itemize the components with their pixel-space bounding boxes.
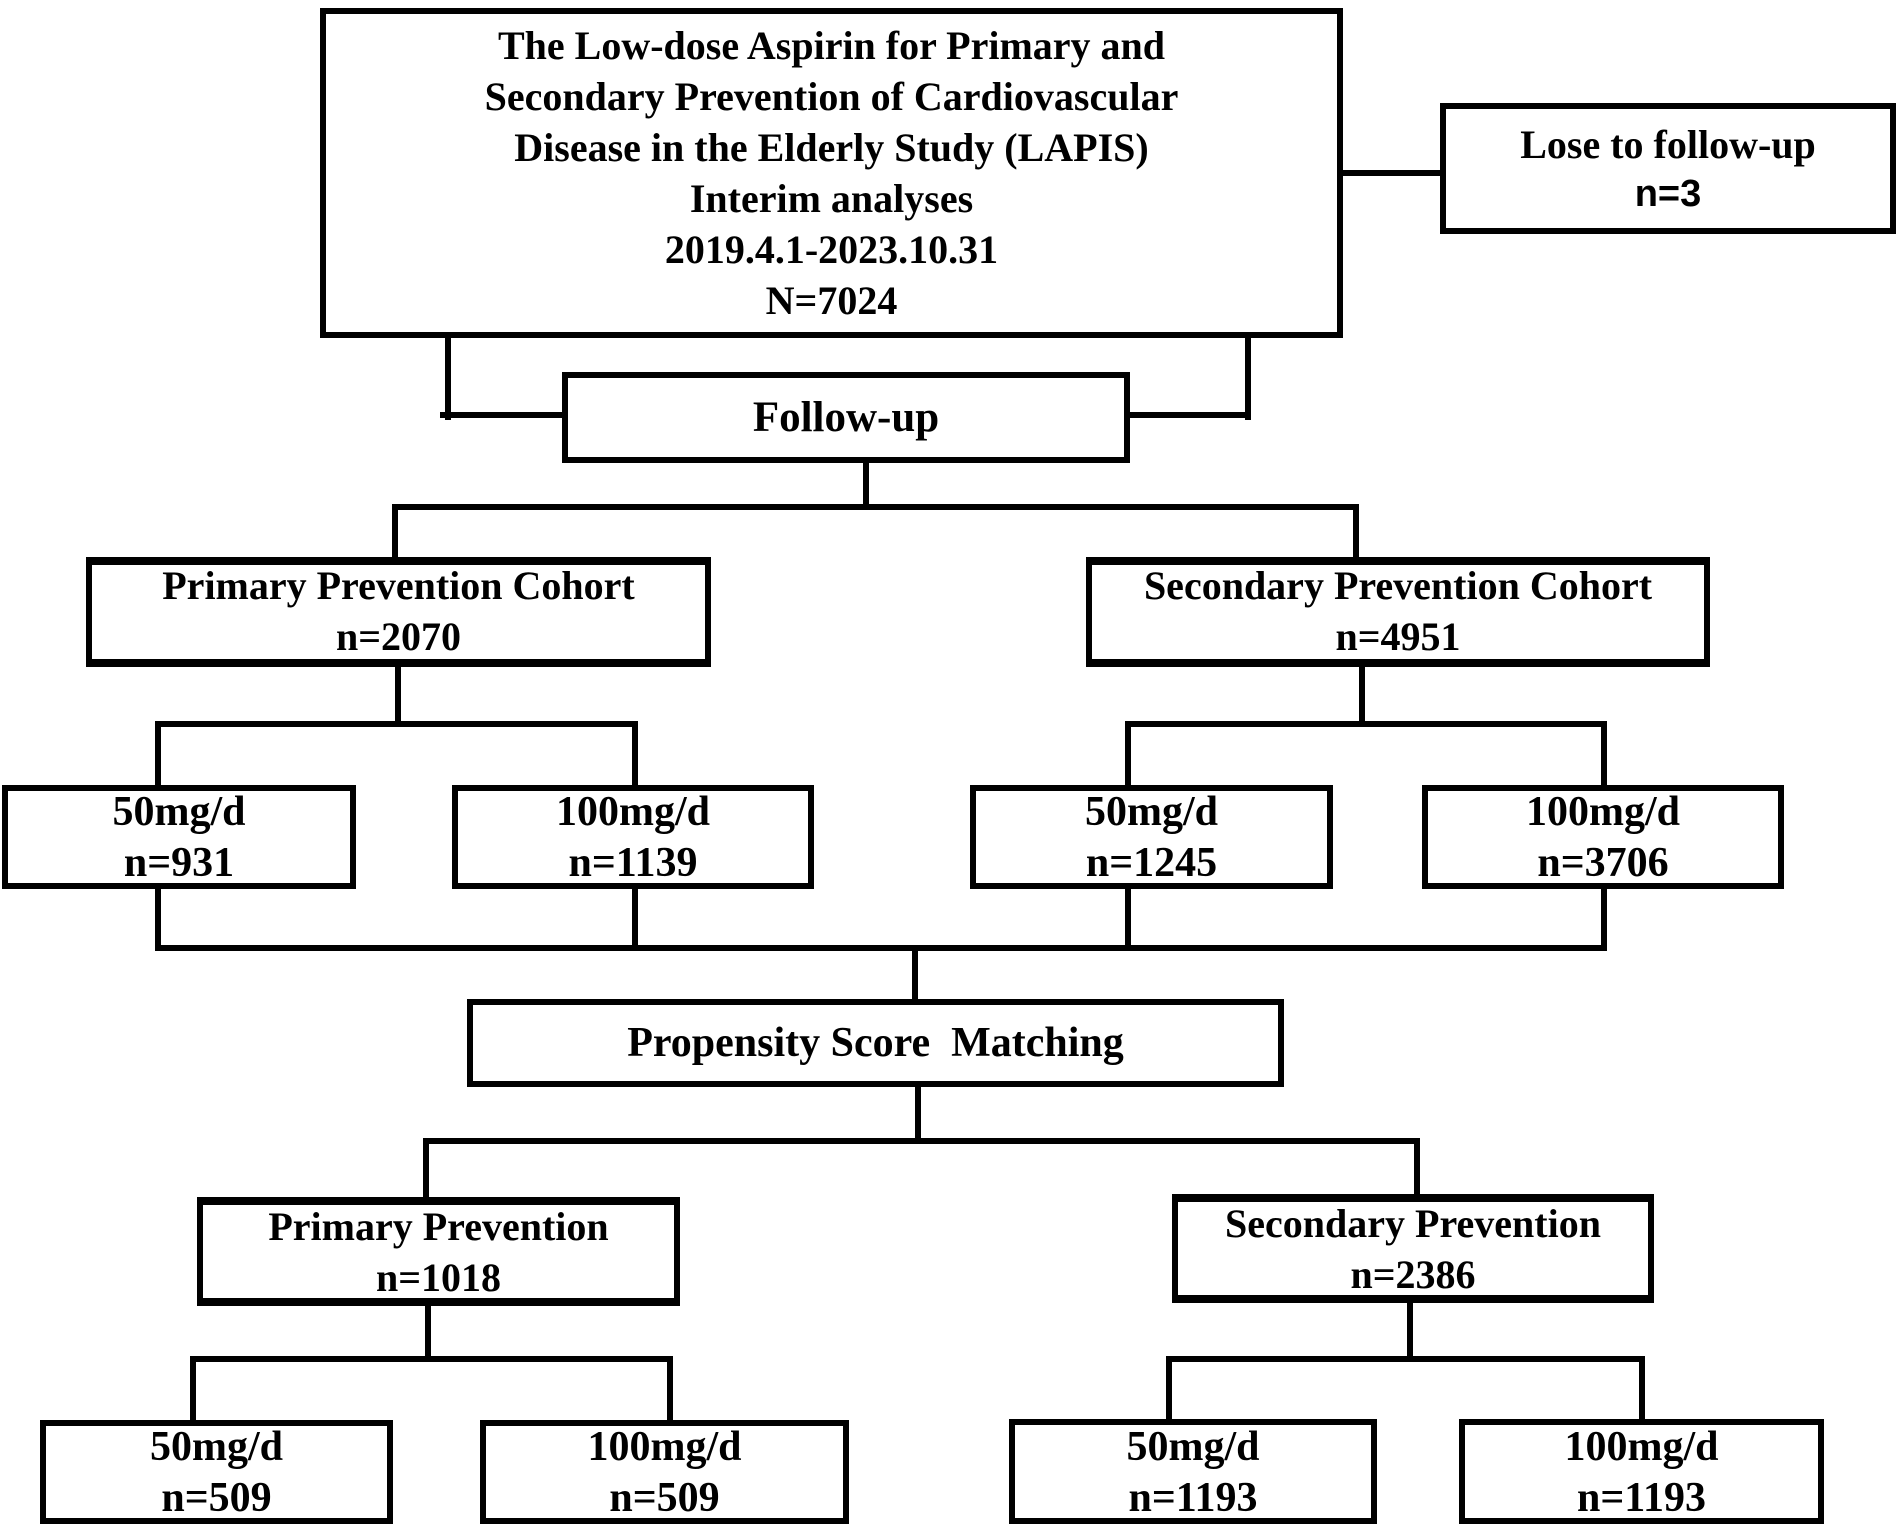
dose-label: 100mg/d bbox=[555, 789, 710, 835]
secondary-prevention-matched-box: Secondary Prevention n=2386 bbox=[1172, 1194, 1654, 1303]
study-line: 2019.4.1-2023.10.31 bbox=[664, 227, 999, 272]
dose-label: 100mg/d bbox=[1564, 1423, 1719, 1470]
dose-count: n=509 bbox=[609, 1475, 720, 1521]
connector-p100-down bbox=[632, 886, 638, 948]
connector-cohort-branch bbox=[392, 504, 1359, 510]
connector-secondary-matched-drop bbox=[1407, 1300, 1413, 1360]
connector-psm-in bbox=[912, 948, 918, 1001]
connector-psm-out bbox=[915, 1084, 921, 1142]
primary-50mg-box: 50mg/d n=931 bbox=[2, 785, 356, 889]
connector-matched-branch bbox=[423, 1138, 1420, 1144]
dose-count: n=1193 bbox=[1577, 1474, 1706, 1521]
connector-followup-drop bbox=[863, 460, 869, 510]
connector-s50-down bbox=[1125, 886, 1131, 948]
connector-matched-branch-right-drop bbox=[1414, 1138, 1420, 1197]
connector-p50-down bbox=[155, 886, 161, 948]
secondary-cohort-count: n=4951 bbox=[1335, 614, 1461, 659]
secondary-matched-100mg-box: 100mg/d n=1193 bbox=[1459, 1419, 1824, 1524]
followup-label: Follow-up bbox=[752, 394, 940, 441]
primary-matched-count: n=1018 bbox=[375, 1254, 502, 1300]
connector-study-right-drop bbox=[1245, 334, 1251, 420]
connector-primary-cohort-drop bbox=[395, 664, 401, 725]
study-line: Secondary Prevention of Cardiovascular bbox=[484, 74, 1179, 119]
secondary-cohort-label: Secondary Prevention Cohort bbox=[1143, 563, 1653, 608]
connector-cohort-branch-left-drop bbox=[392, 504, 398, 562]
propensity-score-matching-label: Propensity Score Matching bbox=[627, 1020, 1124, 1066]
primary-cohort-count: n=2070 bbox=[335, 614, 462, 659]
dose-count: n=1245 bbox=[1085, 840, 1218, 886]
dose-label: 100mg/d bbox=[1525, 789, 1680, 835]
dose-label: 50mg/d bbox=[1084, 789, 1218, 835]
connector-secondary-matched-right-drop bbox=[1639, 1356, 1645, 1423]
primary-prevention-cohort-box: Primary Prevention Cohort n=2070 bbox=[86, 557, 711, 667]
lost-to-followup-label: Lose to follow-up bbox=[1520, 121, 1816, 167]
primary-matched-label: Primary Prevention bbox=[268, 1203, 609, 1249]
connector-primary-matched-left-drop bbox=[190, 1356, 196, 1424]
dose-count: n=509 bbox=[161, 1475, 272, 1521]
connector-secondary-cohort-drop bbox=[1359, 664, 1365, 725]
connector-secondary-dose-branch bbox=[1125, 721, 1607, 727]
lost-to-followup-box: Lose to follow-up n=3 bbox=[1440, 103, 1896, 234]
connector-matched-branch-left-drop bbox=[423, 1138, 429, 1200]
connector-secondary-dose-right-drop bbox=[1601, 721, 1607, 789]
primary-prevention-matched-box: Primary Prevention n=1018 bbox=[197, 1197, 680, 1306]
connector-collecting-line bbox=[155, 945, 1607, 951]
dose-label: 50mg/d bbox=[149, 1424, 283, 1470]
connector-secondary-matched-branch bbox=[1166, 1356, 1645, 1362]
connector-primary-matched-right-drop bbox=[667, 1356, 673, 1424]
followup-box: Follow-up bbox=[562, 372, 1130, 463]
lost-to-followup-count: n=3 bbox=[1634, 172, 1702, 215]
connector-study-left-drop bbox=[445, 334, 451, 420]
dose-label: 50mg/d bbox=[1126, 1423, 1260, 1470]
primary-matched-50mg-box: 50mg/d n=509 bbox=[40, 1420, 393, 1524]
connector-primary-matched-drop bbox=[425, 1303, 431, 1360]
primary-cohort-label: Primary Prevention Cohort bbox=[162, 563, 635, 608]
secondary-matched-count: n=2386 bbox=[1350, 1251, 1476, 1297]
connector-study-to-lost bbox=[1337, 170, 1440, 176]
secondary-50mg-box: 50mg/d n=1245 bbox=[970, 785, 1333, 889]
connector-primary-dose-branch bbox=[155, 721, 638, 727]
primary-matched-100mg-box: 100mg/d n=509 bbox=[480, 1420, 849, 1524]
study-box: The Low-dose Aspirin for Primary and Sec… bbox=[320, 8, 1343, 338]
connector-cohort-branch-right-drop bbox=[1353, 504, 1359, 562]
study-line: Interim analyses bbox=[689, 176, 974, 221]
dose-count: n=931 bbox=[123, 840, 235, 886]
study-line: N=7024 bbox=[765, 278, 898, 323]
connector-secondary-matched-left-drop bbox=[1166, 1356, 1172, 1423]
connector-primary-dose-left-drop bbox=[155, 721, 161, 789]
study-line: The Low-dose Aspirin for Primary and bbox=[497, 23, 1166, 68]
dose-label: 50mg/d bbox=[112, 789, 246, 835]
propensity-score-matching-box: Propensity Score Matching bbox=[467, 999, 1284, 1087]
primary-100mg-box: 100mg/d n=1139 bbox=[452, 785, 814, 889]
secondary-100mg-box: 100mg/d n=3706 bbox=[1422, 785, 1784, 889]
connector-primary-matched-branch bbox=[190, 1356, 673, 1362]
study-line: Disease in the Elderly Study (LAPIS) bbox=[514, 125, 1149, 170]
secondary-prevention-cohort-box: Secondary Prevention Cohort n=4951 bbox=[1086, 557, 1710, 667]
connector-s100-down bbox=[1601, 886, 1607, 951]
secondary-matched-50mg-box: 50mg/d n=1193 bbox=[1009, 1419, 1377, 1524]
dose-label: 100mg/d bbox=[587, 1424, 742, 1470]
secondary-matched-label: Secondary Prevention bbox=[1225, 1200, 1601, 1246]
dose-count: n=1139 bbox=[568, 840, 698, 886]
connector-secondary-dose-left-drop bbox=[1125, 721, 1131, 789]
connector-study-right-elbow bbox=[1124, 412, 1251, 418]
dose-count: n=1193 bbox=[1128, 1474, 1258, 1521]
connector-primary-dose-right-drop bbox=[632, 721, 638, 789]
dose-count: n=3706 bbox=[1537, 840, 1669, 886]
connector-study-left-elbow bbox=[440, 412, 568, 418]
